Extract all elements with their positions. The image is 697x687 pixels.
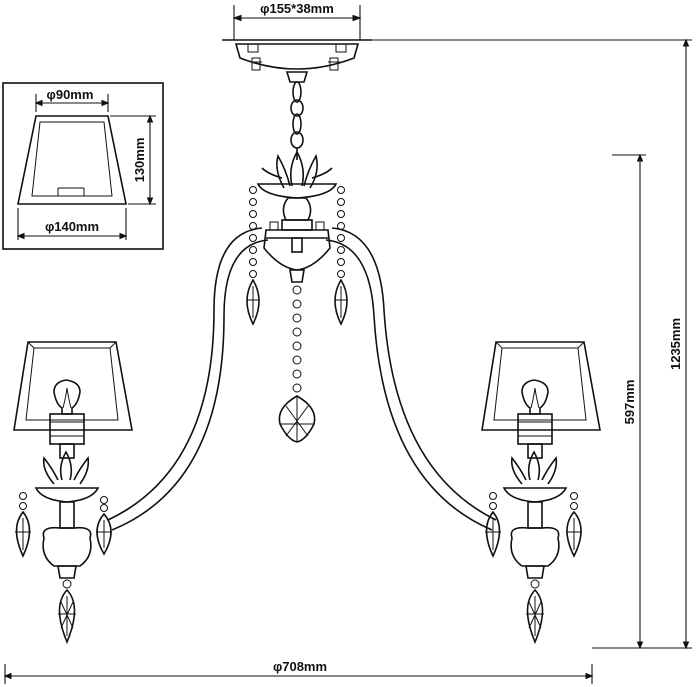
- right-lamp-shade: [481, 341, 601, 431]
- width-dimension: φ708mm: [3, 659, 594, 684]
- right-lamp-bulb: [521, 379, 549, 415]
- chandelier-arms: [107, 227, 497, 531]
- shade-top-diameter-label: φ90mm: [47, 87, 94, 102]
- left-lamp-bulb: [53, 379, 81, 415]
- left-lamp: [13, 341, 133, 645]
- shade-height-label: 130mm: [132, 138, 147, 183]
- suspension-chain: [290, 81, 304, 160]
- central-body: [256, 150, 338, 283]
- overall-width-label: φ708mm: [273, 659, 327, 674]
- left-lamp-urn: [42, 526, 92, 567]
- ceiling-canopy: [222, 39, 372, 83]
- canopy-dimension-label: φ155*38mm: [260, 1, 334, 16]
- height-dimensions: 597mm 1235mm: [372, 38, 692, 650]
- canopy-dimension: φ155*38mm: [232, 1, 362, 40]
- right-lamp: [481, 341, 601, 645]
- left-lamp-shade: [13, 341, 133, 431]
- min-drop-label: 597mm: [622, 380, 637, 425]
- shade-bottom-diameter-label: φ140mm: [45, 219, 99, 234]
- max-drop-label: 1235mm: [668, 318, 683, 370]
- right-lamp-urn: [510, 526, 560, 567]
- center-crystals: [246, 186, 348, 443]
- shade-detail-inset: φ90mm 130mm φ140mm: [2, 82, 164, 250]
- inset-shade-outline: [17, 115, 127, 205]
